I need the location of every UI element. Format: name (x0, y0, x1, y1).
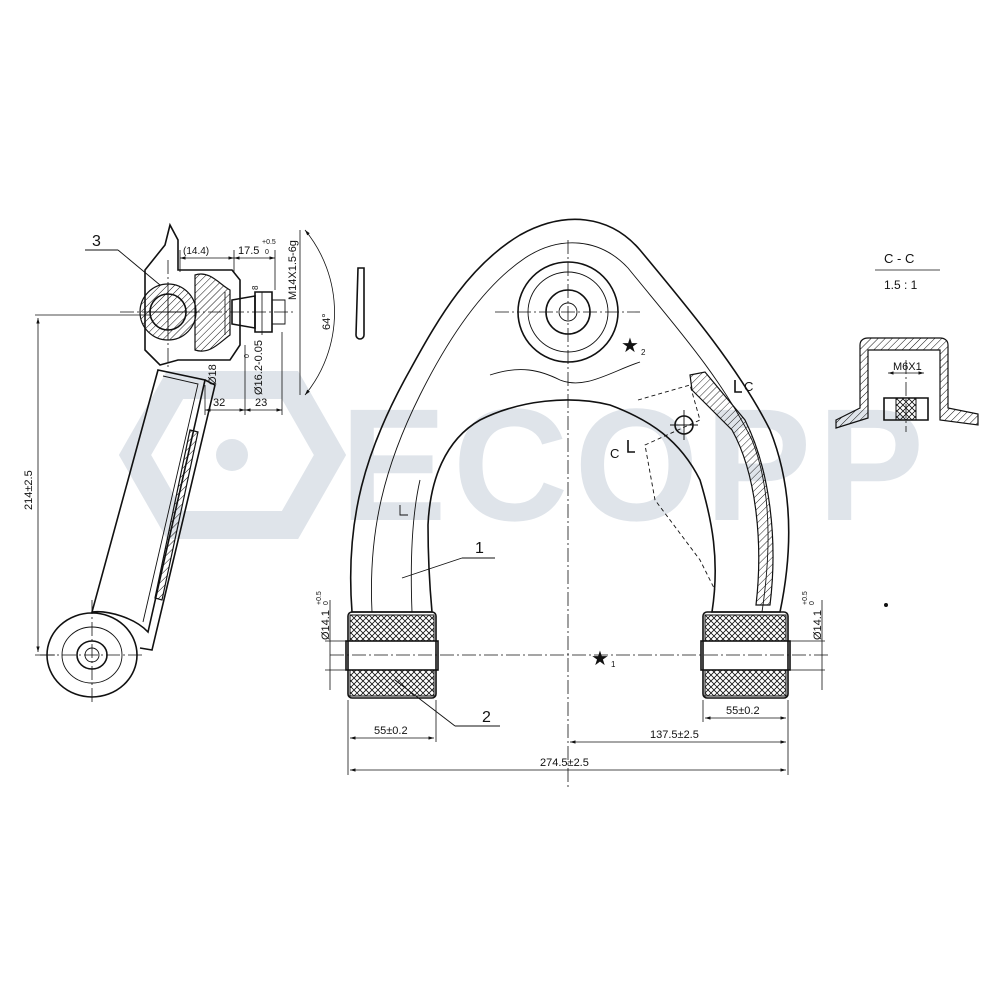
watermark-text: ECOPP (340, 375, 930, 554)
dim-17-5-tol-lower: 0 (265, 249, 269, 256)
section-title: C - C (884, 251, 914, 266)
dim-17-5: 17.5 (238, 245, 259, 257)
dim-bore-left-tol-upper: +0.5 (316, 591, 323, 605)
dim-bush-right: 55±0.2 (726, 705, 760, 717)
dim-half-span: 137.5±2.5 (650, 729, 699, 741)
dim-bore-left-tol-lower: 0 (323, 601, 330, 605)
dim-bore-right-tol-lower: 0 (809, 601, 816, 605)
star-1-label: 1 (611, 660, 616, 669)
dim-8: 8 (251, 285, 260, 290)
section-scale: 1.5 : 1 (884, 278, 918, 292)
dim-bush-left: 55±0.2 (374, 725, 408, 737)
star-2-icon: ★ (621, 335, 639, 357)
dim-bore-right-tol-upper: +0.5 (802, 591, 809, 605)
section-mark-c-lower: C (610, 446, 619, 461)
dot-marker-icon (884, 603, 888, 607)
callout-3: 3 (92, 233, 101, 250)
dim-23: 23 (255, 397, 267, 409)
dim-angle-64: 64° (321, 313, 333, 330)
cotter-pin-icon (355, 267, 365, 340)
dim-14-4: (14.4) (183, 246, 209, 257)
dim-total-span: 274.5±2.5 (540, 757, 589, 769)
dim-17-5-tol-upper: +0.5 (262, 239, 276, 246)
dim-bore-right: Ø14.1 (812, 610, 824, 640)
section-view: C - C 1.5 : 1 M6X1 (835, 251, 979, 607)
side-view: 3 (14.4) 17.5 +0.5 0 M14X1.5-6g 64° 8 Ø1… (23, 222, 365, 705)
front-view: C C ★ 2 ★ 1 1 2 Ø14.1 +0.5 0 Ø14.1 +0.5 … (316, 218, 830, 790)
section-mark-c-upper: C (744, 379, 753, 394)
section-thread: M6X1 (893, 361, 922, 373)
callout-2: 2 (482, 709, 491, 726)
watermark-logo-center-icon (216, 439, 248, 471)
dim-18: Ø18 (207, 364, 219, 385)
dim-32: 32 (213, 397, 225, 409)
star-1-icon: ★ (591, 648, 609, 670)
star-2-label: 2 (641, 348, 646, 357)
dim-thread-m14: M14X1.5-6g (287, 240, 299, 300)
dim-16-2-tol: 0 (244, 354, 251, 358)
dim-16-2: Ø16.2-0.05 (253, 340, 265, 395)
callout-1: 1 (475, 540, 484, 557)
dim-bore-left: Ø14.1 (320, 610, 332, 640)
dim-height-214: 214±2.5 (23, 470, 35, 510)
